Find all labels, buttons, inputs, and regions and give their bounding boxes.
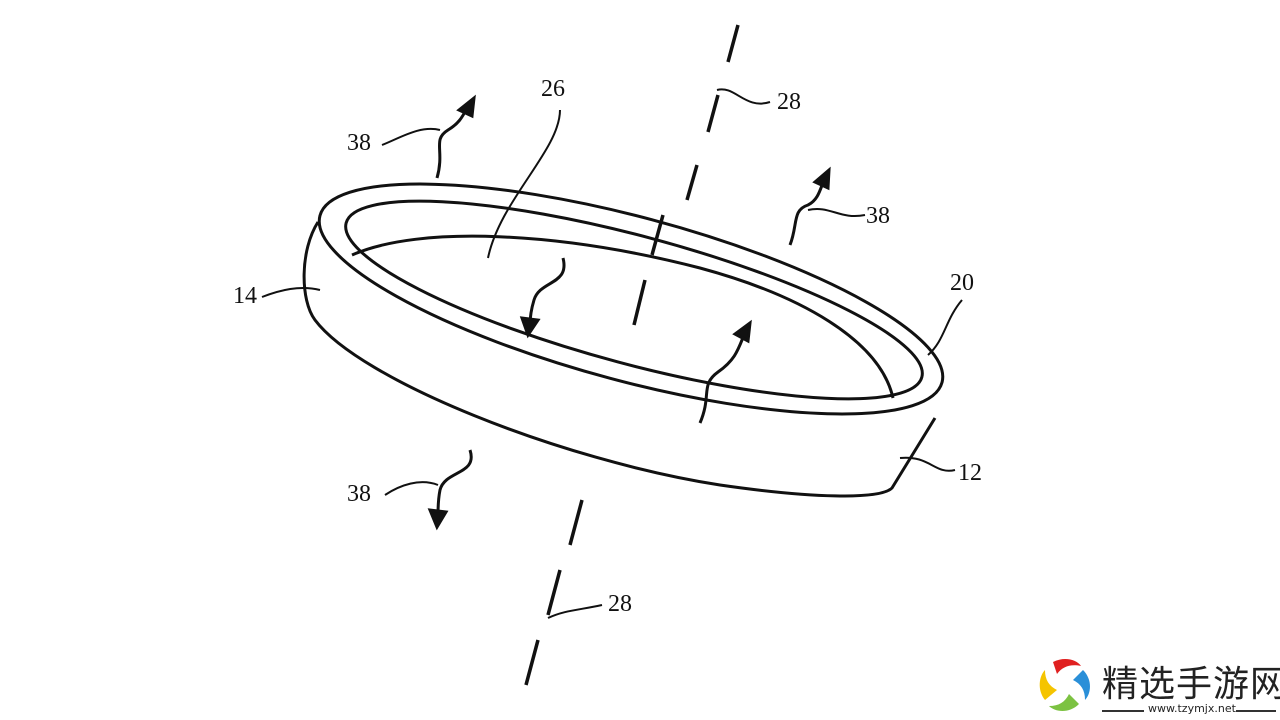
watermark-url: www.tzymjx.net xyxy=(1148,702,1236,715)
label-flow-top-right: 38 xyxy=(866,203,890,229)
label-wall: 14 xyxy=(233,283,257,309)
watermark-logo-icon xyxy=(1039,659,1090,711)
ring-top-rim-inner xyxy=(344,199,924,401)
label-rim: 20 xyxy=(950,270,974,296)
flow-arrows xyxy=(427,94,831,531)
watermark-divider xyxy=(1102,710,1144,712)
label-axis-bottom: 28 xyxy=(608,591,632,617)
watermark-divider xyxy=(1236,710,1276,712)
label-flow-top-left: 38 xyxy=(347,130,371,156)
ring-outer-wall xyxy=(302,221,937,498)
watermark-title: 精选手游网 xyxy=(1102,664,1280,705)
leader-lines xyxy=(261,88,963,619)
label-flow-bottom-left: 38 xyxy=(347,481,371,507)
label-body: 12 xyxy=(958,460,982,486)
ring-inner-floor xyxy=(351,234,895,399)
ring xyxy=(302,182,945,498)
label-axis-top: 28 xyxy=(777,89,801,115)
ring-top-rim-outer xyxy=(317,182,945,416)
label-interior: 26 xyxy=(541,76,565,102)
